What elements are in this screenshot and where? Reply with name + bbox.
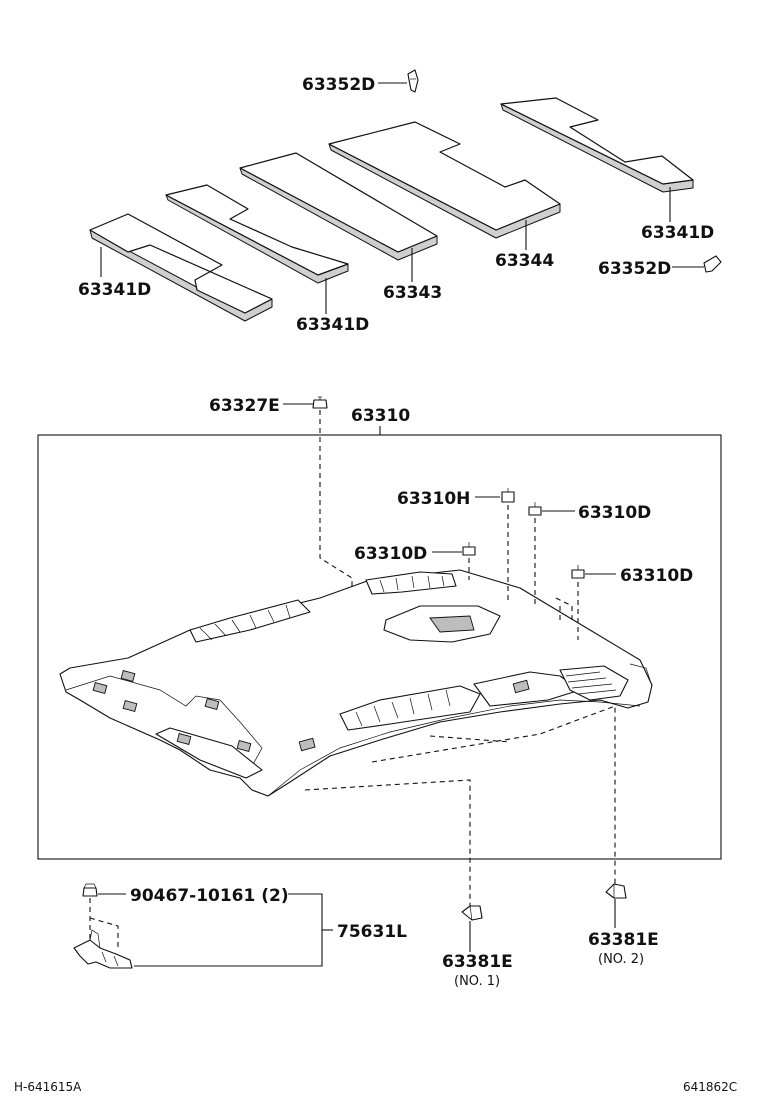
part-label-clip-right[interactable]: 63352D bbox=[598, 259, 671, 279]
part-label-clip-d-c[interactable]: 63310D bbox=[620, 566, 693, 586]
bracket-icon[interactable] bbox=[73, 898, 133, 969]
part-note-clip-e-no1: (NO. 1) bbox=[454, 974, 500, 989]
clip-top-icon[interactable] bbox=[407, 69, 419, 93]
pad-center[interactable] bbox=[239, 152, 438, 261]
part-label-pad-left-front[interactable]: 63341D bbox=[78, 280, 151, 300]
assembly-frame bbox=[37, 434, 722, 860]
part-label-screw[interactable]: 90467-10161 (2) bbox=[130, 886, 289, 906]
part-label-pad-right-rear[interactable]: 63341D bbox=[641, 223, 714, 243]
clip-d-b-icon[interactable] bbox=[462, 542, 476, 556]
headlining-panel[interactable] bbox=[59, 569, 653, 797]
clip-right-icon[interactable] bbox=[703, 255, 722, 273]
clip-e-no2-icon[interactable] bbox=[605, 883, 627, 899]
part-label-clip-e-no1[interactable]: 63381E bbox=[442, 952, 513, 972]
part-label-pad-left-mid[interactable]: 63341D bbox=[296, 315, 369, 335]
retainer-clip-icon[interactable] bbox=[312, 396, 328, 409]
pad-left-mid[interactable] bbox=[165, 184, 349, 284]
part-label-clip-h[interactable]: 63310H bbox=[397, 489, 470, 509]
part-label-bracket[interactable]: 75631L bbox=[337, 922, 407, 942]
clip-d-a-icon[interactable] bbox=[528, 502, 542, 516]
part-label-clip-d-a[interactable]: 63310D bbox=[578, 503, 651, 523]
clip-h-icon[interactable] bbox=[501, 488, 515, 503]
clip-d-c-icon[interactable] bbox=[571, 565, 585, 579]
part-label-clip-e-no2[interactable]: 63381E bbox=[588, 930, 659, 950]
part-label-headlining-retainer[interactable]: 63327E bbox=[209, 396, 280, 416]
part-label-pad-center[interactable]: 63343 bbox=[383, 283, 442, 303]
footer-left-code: H-641615A bbox=[14, 1080, 82, 1094]
footer-right-code: 641862C bbox=[683, 1080, 737, 1094]
clip-e-no1-icon[interactable] bbox=[461, 905, 483, 921]
part-note-clip-e-no2: (NO. 2) bbox=[598, 952, 644, 967]
part-label-clip-top[interactable]: 63352D bbox=[302, 75, 375, 95]
pad-left-front[interactable] bbox=[89, 213, 273, 322]
part-label-pad-center-right[interactable]: 63344 bbox=[495, 251, 554, 271]
screw-icon[interactable] bbox=[82, 883, 98, 897]
part-label-clip-d-b[interactable]: 63310D bbox=[354, 544, 427, 564]
pad-center-right[interactable] bbox=[328, 121, 561, 239]
part-label-headlining[interactable]: 63310 bbox=[351, 406, 410, 426]
pad-right-rear[interactable] bbox=[500, 97, 694, 193]
